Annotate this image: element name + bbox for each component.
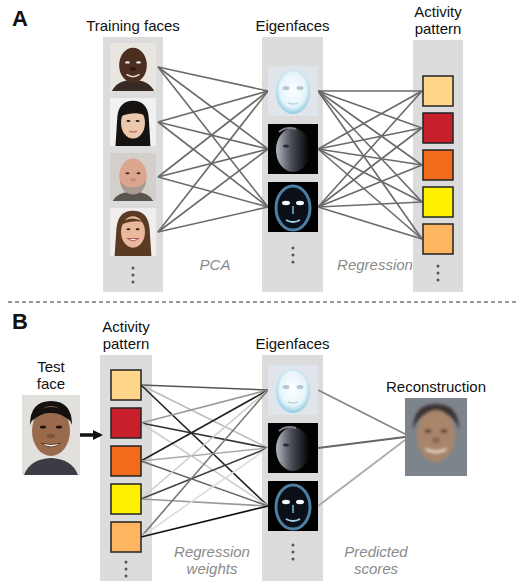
dot bbox=[292, 261, 295, 264]
dot bbox=[132, 274, 135, 277]
activity-square bbox=[111, 370, 141, 400]
panel-letter: B bbox=[12, 309, 28, 335]
connection-line bbox=[318, 437, 405, 448]
activity-square bbox=[111, 446, 141, 476]
connection-line bbox=[158, 91, 268, 177]
dot bbox=[437, 265, 440, 268]
activity-square bbox=[423, 150, 453, 180]
regression-lines bbox=[318, 91, 422, 239]
connection-line bbox=[141, 385, 268, 448]
connection-line bbox=[141, 385, 268, 506]
column-heading: Eigenfaces bbox=[255, 17, 329, 34]
connection-line bbox=[158, 207, 268, 232]
connection-line bbox=[141, 385, 268, 390]
connection-line bbox=[158, 91, 268, 122]
activity-square bbox=[111, 484, 141, 514]
activity-square bbox=[423, 224, 453, 254]
activity-square bbox=[423, 76, 453, 106]
eigenface bbox=[268, 423, 318, 473]
connection-line bbox=[318, 91, 422, 165]
dot bbox=[292, 551, 295, 554]
connection-line bbox=[318, 149, 422, 239]
dot bbox=[292, 544, 295, 547]
column-heading: Activity pattern bbox=[402, 3, 474, 37]
pca-lines bbox=[158, 67, 268, 232]
activity-square bbox=[423, 113, 453, 143]
connection-line bbox=[318, 128, 422, 149]
connection-line bbox=[141, 390, 268, 461]
arrow-connector bbox=[80, 433, 100, 437]
panel-letter: A bbox=[12, 6, 28, 32]
connection-line bbox=[158, 177, 268, 207]
dot bbox=[125, 575, 128, 578]
eigenface bbox=[268, 182, 318, 232]
connection-line bbox=[141, 448, 268, 461]
connection-line bbox=[158, 149, 268, 177]
connection-line bbox=[318, 91, 422, 239]
face-photo bbox=[110, 208, 156, 256]
activity-squares bbox=[111, 370, 141, 552]
step-label: Regression weights bbox=[166, 543, 258, 577]
activity-squares bbox=[423, 76, 453, 254]
dot bbox=[132, 281, 135, 284]
connection-line bbox=[158, 91, 268, 232]
connection-line bbox=[141, 506, 268, 537]
activity-square bbox=[111, 408, 141, 438]
test-face-photo bbox=[22, 395, 80, 475]
connection-line bbox=[141, 390, 268, 537]
dot bbox=[437, 279, 440, 282]
column-heading: Reconstruction bbox=[386, 378, 486, 395]
panel-divider bbox=[8, 301, 519, 302]
connection-line bbox=[318, 128, 422, 207]
step-label: Predicted scores bbox=[336, 543, 416, 577]
connection-line bbox=[318, 90, 422, 92]
dot bbox=[292, 247, 295, 250]
dot bbox=[132, 267, 135, 270]
step-label: Regression bbox=[333, 256, 417, 273]
connection-line bbox=[158, 149, 268, 232]
connectors bbox=[80, 435, 100, 436]
column-heading: Eigenfaces bbox=[255, 335, 329, 352]
connection-line bbox=[141, 499, 268, 506]
dot bbox=[437, 272, 440, 275]
connection-line bbox=[158, 67, 268, 207]
weight-lines bbox=[141, 385, 268, 537]
ellipsis-dots bbox=[132, 247, 440, 284]
connection-line bbox=[318, 202, 422, 207]
connection-line bbox=[318, 390, 405, 434]
connection-line bbox=[141, 448, 268, 537]
connection-line bbox=[318, 165, 422, 207]
reconstruction-photo bbox=[405, 398, 467, 476]
connection-line bbox=[318, 440, 405, 506]
step-label: PCA bbox=[190, 256, 240, 273]
connection-line bbox=[141, 448, 268, 499]
score-lines bbox=[318, 390, 405, 506]
dot bbox=[292, 254, 295, 257]
column-heading: Training faces bbox=[86, 17, 180, 34]
eigenface bbox=[268, 124, 318, 174]
face-photo bbox=[110, 153, 156, 201]
dot bbox=[125, 568, 128, 571]
connection-line bbox=[318, 207, 422, 239]
activity-square bbox=[111, 522, 141, 552]
column-heading: Test face bbox=[29, 358, 73, 392]
eigenface bbox=[268, 66, 318, 116]
eigenface bbox=[268, 365, 318, 415]
dot bbox=[292, 558, 295, 561]
face-photo bbox=[110, 98, 156, 146]
face-photo bbox=[110, 43, 156, 91]
dot bbox=[125, 561, 128, 564]
ellipsis-dots bbox=[125, 544, 295, 578]
eigenface bbox=[268, 481, 318, 531]
connection-line bbox=[141, 390, 268, 499]
connection-line bbox=[318, 91, 422, 207]
column-heading: Activity pattern bbox=[90, 318, 162, 352]
activity-square bbox=[423, 187, 453, 217]
